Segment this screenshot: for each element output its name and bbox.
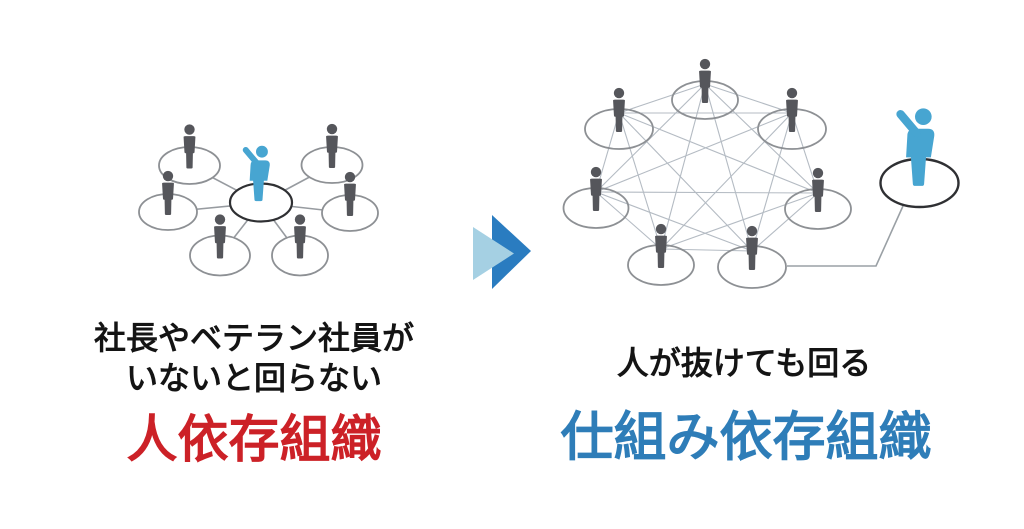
member-person-icon xyxy=(590,166,602,211)
connection-line xyxy=(660,192,819,250)
connection-line xyxy=(618,112,662,250)
member-person-icon xyxy=(746,225,758,270)
connection-line xyxy=(660,248,753,252)
right-caption-line1: 人が抜けても回る xyxy=(616,345,872,381)
connection-line xyxy=(595,112,793,193)
transformation-arrow-icon xyxy=(473,215,531,289)
connection-line xyxy=(704,83,793,114)
left-network-members xyxy=(162,123,356,259)
connection-line xyxy=(618,112,753,252)
left-network-nodes xyxy=(138,146,379,277)
outside-leader-connector-line xyxy=(787,205,904,267)
right-network-nodes xyxy=(562,80,852,289)
connection-line xyxy=(751,192,819,252)
connection-line xyxy=(595,191,662,250)
right-label: 仕組み依存組織 xyxy=(560,408,932,467)
connection-line xyxy=(660,112,793,250)
connection-line xyxy=(704,83,753,252)
member-person-icon xyxy=(812,167,824,212)
left-caption-line2: いないと回らない xyxy=(125,360,382,396)
arrow-triangle-light xyxy=(473,227,514,280)
connection-line xyxy=(751,112,793,252)
left-label: 人依存組織 xyxy=(126,411,382,468)
member-person-icon xyxy=(699,58,711,103)
left-caption: 社長やベテラン社員が いないと回らない xyxy=(54,318,454,398)
left-caption-line1: 社長やベテラン社員が xyxy=(93,320,414,356)
connection-line xyxy=(660,83,706,250)
connection-line xyxy=(595,191,753,252)
right-caption: 人が抜けても回る xyxy=(544,343,944,383)
connection-line xyxy=(618,83,706,114)
member-person-icon xyxy=(655,223,667,268)
connection-line xyxy=(595,191,819,194)
